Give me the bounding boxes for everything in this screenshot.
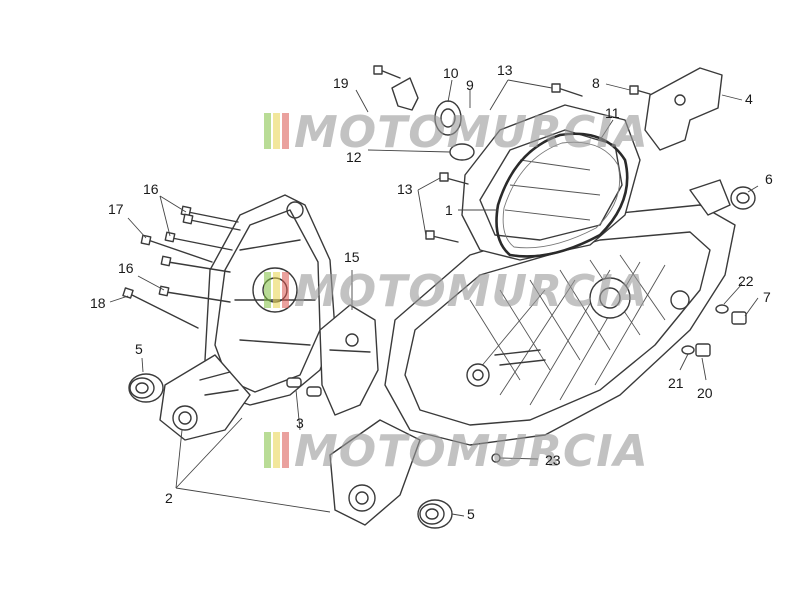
watermark-stripe-red xyxy=(282,272,289,308)
watermark-2: MOTOMURCIA xyxy=(264,266,649,317)
dowel-pins xyxy=(286,377,322,397)
callout-12: 12 xyxy=(346,149,362,165)
watermark-3: MOTOMURCIA xyxy=(264,426,649,477)
callout-6: 6 xyxy=(765,171,773,187)
bearing-lower xyxy=(417,499,453,529)
callout-18: 18 xyxy=(90,295,106,311)
callout-11: 11 xyxy=(605,105,620,121)
bearing-left xyxy=(128,373,164,403)
watermark-text: MOTOMURCIA xyxy=(294,266,649,317)
callout-22: 22 xyxy=(738,273,754,289)
callout-16-top: 16 xyxy=(143,181,159,197)
callout-4: 4 xyxy=(745,91,753,107)
callout-8: 8 xyxy=(592,75,600,91)
watermark-text: MOTOMURCIA xyxy=(294,426,649,477)
leader-lines xyxy=(109,79,759,517)
callout-1: 1 xyxy=(445,202,453,218)
bolts xyxy=(122,65,747,463)
watermark-stripe-green xyxy=(264,272,271,308)
callout-labels: 19 10 9 13 8 4 11 12 13 1 6 16 17 16 18 … xyxy=(90,62,773,522)
callout-7: 7 xyxy=(763,289,771,305)
watermark-stripe-yellow xyxy=(273,272,280,308)
cover-plate-4 xyxy=(644,67,723,151)
right-crankcase-half xyxy=(329,104,736,526)
callout-16-lower: 16 xyxy=(118,260,134,276)
watermark-stripe-yellow xyxy=(273,113,280,149)
center-plate xyxy=(319,304,379,416)
callout-2: 2 xyxy=(165,490,173,506)
callout-23: 23 xyxy=(545,452,561,468)
gasket xyxy=(495,132,629,258)
left-crankcase-half xyxy=(159,194,336,441)
callout-10: 10 xyxy=(443,65,459,81)
watermark-1: MOTOMURCIA xyxy=(264,107,649,158)
callout-5-left: 5 xyxy=(135,341,143,357)
watermark-stripe-green xyxy=(264,432,271,468)
callout-3: 3 xyxy=(296,415,304,431)
callout-20: 20 xyxy=(697,385,713,401)
callout-15: 15 xyxy=(344,249,360,265)
callout-17: 17 xyxy=(108,201,124,217)
callout-13-mid: 13 xyxy=(397,181,413,197)
watermark-text: MOTOMURCIA xyxy=(294,107,649,158)
watermark-stripe-yellow xyxy=(273,432,280,468)
callout-9: 9 xyxy=(466,77,474,93)
watermark-stripe-red xyxy=(282,113,289,149)
bushing-6 xyxy=(730,186,756,210)
callout-21: 21 xyxy=(668,375,684,391)
callout-13-top: 13 xyxy=(497,62,513,78)
callout-19: 19 xyxy=(333,75,349,91)
watermark-stripe-green xyxy=(264,113,271,149)
bracket-19 xyxy=(391,77,419,111)
callout-5-lower: 5 xyxy=(467,506,475,522)
watermark-stripe-red xyxy=(282,432,289,468)
